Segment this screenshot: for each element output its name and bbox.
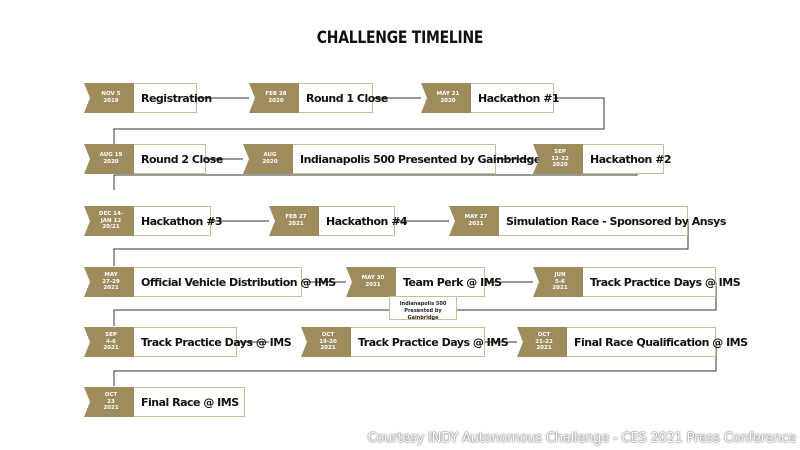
milestone-date: FEB 28 2020: [249, 83, 299, 113]
milestone-date: FEB 27 2021: [269, 206, 319, 236]
connector-line: [113, 97, 605, 144]
milestone-label: Indianapolis 500 Presented by Gainbridge: [293, 144, 541, 174]
milestone-label: Simulation Race - Sponsored by Ansys: [499, 206, 726, 236]
milestone-label: Final Race @ IMS: [134, 387, 245, 417]
milestone-label: Round 2 Close: [134, 144, 223, 174]
milestone-date: AUG 2020: [243, 144, 293, 174]
milestone-date: JUN 5-6 2021: [533, 267, 583, 297]
milestone-label: Track Practice Days @ IMS: [351, 327, 509, 357]
milestone-date: NOV 5 2019: [84, 83, 134, 113]
milestone-date: AUG 19 2020: [84, 144, 134, 174]
milestone-date: MAY 27 2021: [449, 206, 499, 236]
milestone-date: OCT 19-20 2021: [301, 327, 351, 357]
milestone-date: MAY 21 2020: [421, 83, 471, 113]
milestone-label: Hackathon #4: [319, 206, 408, 236]
milestone-label: Hackathon #2: [583, 144, 672, 174]
milestone-date: OCT 23 2021: [84, 387, 134, 417]
milestone-date: SEP 4-6 2021: [84, 327, 134, 357]
milestone-label: Track Practice Days @ IMS: [134, 327, 292, 357]
milestone-date: DEC 14- JAN 12 20/21: [84, 206, 134, 236]
page-title: CHALLENGE TIMELINE: [316, 28, 484, 48]
credit-caption: Courtesy INDY Autonomous Challenge - CES…: [367, 431, 797, 446]
milestone-label: Round 1 Close: [299, 83, 388, 113]
milestone-label: Hackathon #1: [471, 83, 560, 113]
milestone-label: Hackathon #3: [134, 206, 223, 236]
milestone-label: Official Vehicle Distribution @ IMS: [134, 267, 336, 297]
team-perk-note: Indianapolis 500 Presented by Gainbridge: [389, 296, 457, 321]
milestone-label: Track Practice Days @ IMS: [583, 267, 741, 297]
milestone-label: Final Race Qualification @ IMS: [567, 327, 748, 357]
connector-line: [113, 221, 689, 266]
connector-line: [113, 342, 717, 386]
milestone-date: SEP 12-22 2020: [533, 144, 583, 174]
milestone-label: Registration: [134, 83, 212, 113]
milestone-date: MAY 27-29 2021: [84, 267, 134, 297]
milestone-date: OCT 21-22 2021: [517, 327, 567, 357]
milestone-label: Team Perk @ IMS: [396, 267, 502, 297]
milestone-date: MAY 30 2021: [346, 267, 396, 297]
